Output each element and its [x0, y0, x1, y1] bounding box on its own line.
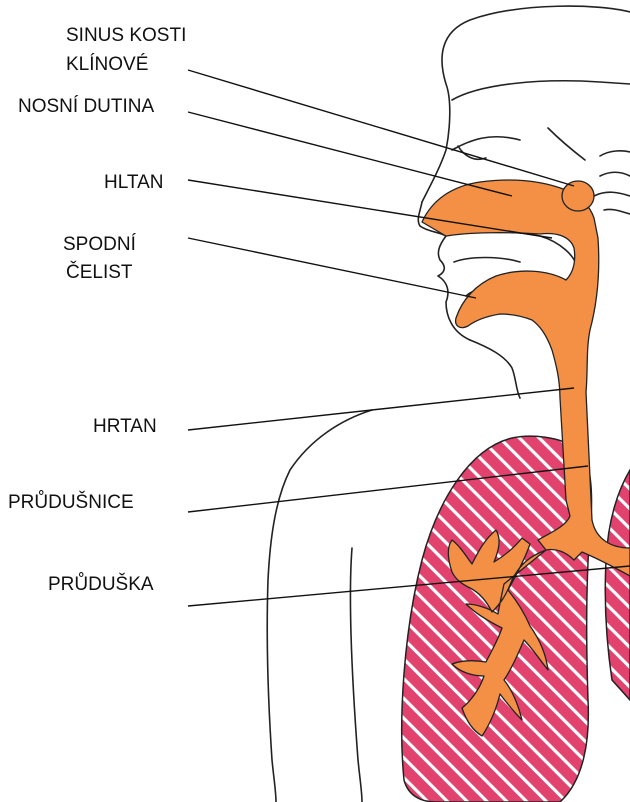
left-lung	[605, 470, 630, 700]
label-bronchus: PRŮDUŠKA	[48, 573, 154, 595]
leader-nasal-cavity	[188, 112, 512, 196]
label-nasal-cavity: NOSNÍ DUTINA	[18, 96, 155, 117]
leader-sphenoid-sinus	[188, 70, 574, 186]
label-sphenoid-sinus-line1: SINUS KOSTI	[66, 25, 186, 46]
leader-larynx	[188, 388, 574, 430]
sphenoid-sinus	[562, 181, 594, 211]
leader-jaw	[188, 238, 476, 298]
label-sphenoid-sinus-line2: KLÍNOVÉ	[66, 54, 148, 75]
label-pharynx: HLTAN	[104, 172, 163, 193]
label-jaw-line1: SPODNÍ	[63, 234, 137, 255]
label-larynx: HRTAN	[93, 416, 157, 437]
label-jaw-line2: ČELIST	[66, 261, 133, 283]
labels: SINUS KOSTI KLÍNOVÉ NOSNÍ DUTINA HLTAN S…	[8, 25, 186, 595]
label-trachea: PRŮDUŠNICE	[8, 491, 134, 513]
